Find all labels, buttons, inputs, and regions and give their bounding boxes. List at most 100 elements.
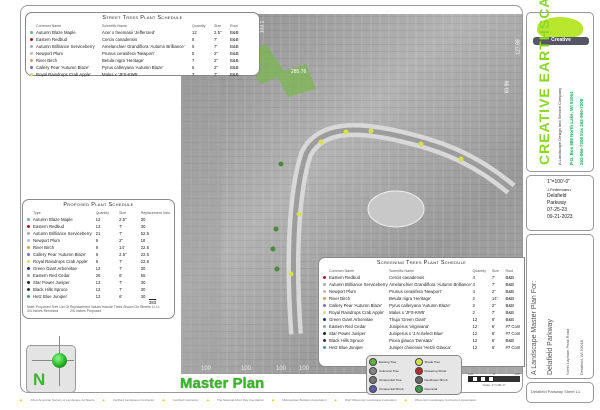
legend-item: Existing Tree bbox=[369, 358, 414, 366]
column-header: Type bbox=[33, 211, 41, 215]
cell-root: B&B bbox=[505, 338, 515, 343]
affiliation: Metropolitan Builders Association bbox=[282, 398, 327, 402]
affiliation: WLP Wisconsin Landscape Federation bbox=[344, 398, 397, 402]
company-tagline: A Landscape Design and Service Company bbox=[557, 87, 562, 165]
designer: J.Federmann bbox=[547, 187, 571, 192]
cell-value: 30 bbox=[140, 287, 146, 292]
legend-item: Columnar Tree bbox=[369, 367, 414, 375]
legend-label: Flowering Shrub bbox=[424, 369, 447, 373]
legend-symbol-icon bbox=[414, 376, 423, 384]
legend-symbol-icon bbox=[414, 367, 423, 375]
scale-label: Scale: 1"=100'-0" bbox=[482, 383, 506, 387]
column-header: Root bbox=[230, 24, 238, 28]
column-header: Quantity bbox=[95, 211, 110, 215]
plant-symbol-icon bbox=[323, 304, 326, 307]
cell-qty: 5 bbox=[192, 44, 195, 49]
affiliation-bullet-icon: ◆ bbox=[272, 398, 275, 402]
cell-size: 2" bbox=[214, 51, 218, 56]
plant-symbol-icon bbox=[30, 38, 33, 41]
cell-qty: 4 bbox=[472, 289, 475, 294]
cell-qty: 9 bbox=[95, 252, 99, 257]
cell-size: 2" bbox=[491, 289, 496, 294]
cell-common: Newport Plum bbox=[329, 289, 356, 294]
plant-symbol-icon bbox=[323, 332, 326, 335]
cell-qty: 12 bbox=[95, 266, 101, 271]
schedule-note: Note: Proposed Tree List Of Replacement … bbox=[27, 305, 161, 309]
cell-common: Eastern Redbud bbox=[36, 37, 68, 42]
plant-symbol-icon bbox=[323, 339, 326, 342]
plant-symbol-icon bbox=[323, 283, 326, 286]
column-header: Replacement Value bbox=[140, 211, 170, 215]
cell-size: 14' bbox=[491, 296, 498, 301]
cell-root: B&B bbox=[505, 282, 515, 287]
cell-common: Hetz Blue Juniper bbox=[329, 345, 363, 350]
drawing-info: 1"=100'-0" J.Federmann Delafield Parkway… bbox=[526, 175, 594, 231]
cell-type: Black Hills Spruce bbox=[33, 287, 68, 292]
cell-qty: 12 bbox=[95, 287, 101, 292]
cell-sci: Juniperus 'virginiana' bbox=[389, 324, 429, 329]
cell-common: Callery Pear 'Autumn Blaze' bbox=[329, 303, 383, 308]
legend-label: Deciduous Shrub bbox=[424, 378, 448, 382]
cell-type: Newport Plum bbox=[33, 238, 60, 243]
cell-qty: 7 bbox=[192, 72, 195, 77]
legend-item: Perennial bbox=[414, 385, 460, 393]
cell-qty: 12 bbox=[472, 331, 478, 336]
cell-common: Autumn Brilliance Serviceberry bbox=[36, 44, 95, 49]
table-row: Royal Raindrops Crab Apple'Malus x 'JFS-… bbox=[30, 71, 255, 78]
cell-sci: Pyrus calleryana 'Autumn Blaze' bbox=[102, 65, 164, 70]
legend-label: Ornamental Shrub bbox=[379, 387, 404, 391]
project-panel: A Landscape Master Plan For: Delafield P… bbox=[526, 234, 594, 379]
legend-symbol-icon bbox=[369, 376, 377, 384]
legend-label: Columnar Tree bbox=[379, 369, 399, 373]
project-title: A Landscape Master Plan For: bbox=[531, 280, 538, 375]
cell-sci: Juniperus x 'J.N.Select Blue' bbox=[389, 331, 444, 336]
cell-qty: 2 bbox=[472, 310, 475, 315]
affiliation: Certified Contractor bbox=[172, 398, 199, 402]
plant-symbol-icon bbox=[27, 267, 30, 270]
affiliation: Certified Landscape Contractor bbox=[112, 398, 155, 402]
company-address: P.O. Box 888 North Lake, WI 53064 bbox=[569, 91, 574, 165]
cell-common: Star Power Juniper bbox=[329, 331, 366, 336]
legend-item: Ornamental Shrub bbox=[369, 385, 414, 393]
north-label: N bbox=[33, 370, 46, 389]
north-arrow: N bbox=[26, 336, 76, 393]
cell-value: 52.5 bbox=[140, 231, 150, 236]
plant-symbol-icon bbox=[323, 325, 326, 328]
scale-mid: 0 bbox=[493, 372, 495, 376]
cell-qty: 12 bbox=[472, 324, 478, 329]
cell-size: 7' bbox=[119, 280, 123, 285]
cell-size: 7' bbox=[491, 282, 496, 287]
column-header: Root bbox=[505, 269, 514, 273]
scale-value: 1"=100'-0" bbox=[547, 179, 570, 185]
cell-size: 6' bbox=[491, 345, 496, 350]
cell-size: 7' bbox=[214, 44, 218, 49]
plant-symbol-icon bbox=[323, 311, 326, 314]
replacement-total: 383 bbox=[149, 300, 157, 305]
footer-affiliations: ◆ASLA American Society of Landscape Arch… bbox=[20, 398, 525, 402]
cell-type: Autumn Blaze Maple bbox=[33, 217, 73, 222]
cell-value: 65 bbox=[140, 273, 146, 278]
cell-sci: Cercis canadensis bbox=[102, 37, 138, 42]
cell-root: B&B bbox=[230, 65, 239, 70]
project-name: Delafield Parkway bbox=[547, 318, 554, 375]
cell-qty: 3 bbox=[472, 303, 475, 308]
cell-sci: Malus x 'JFS-KW5' bbox=[389, 310, 426, 315]
date-1: 07-25-23 bbox=[547, 207, 568, 213]
column-header: Scientific Name bbox=[102, 24, 127, 28]
plant-symbol-icon bbox=[27, 246, 30, 249]
cell-root: B&B bbox=[505, 317, 515, 322]
cell-qty: 9 bbox=[95, 259, 99, 264]
cell-root: B&B bbox=[230, 30, 239, 35]
cell-type: River Birch bbox=[33, 245, 55, 250]
cell-common: Royal Raindrops Crab Apple' bbox=[36, 72, 92, 77]
legend-item: Deciduous Shrub bbox=[414, 376, 460, 384]
cell-type: Eastern Redbud bbox=[33, 224, 65, 229]
map-dimension-label: 60.96 bbox=[504, 80, 511, 94]
cell-qty: 5 bbox=[192, 51, 195, 56]
cell-root: #7 Cont. bbox=[505, 331, 520, 336]
cell-qty: 21 bbox=[95, 231, 101, 236]
